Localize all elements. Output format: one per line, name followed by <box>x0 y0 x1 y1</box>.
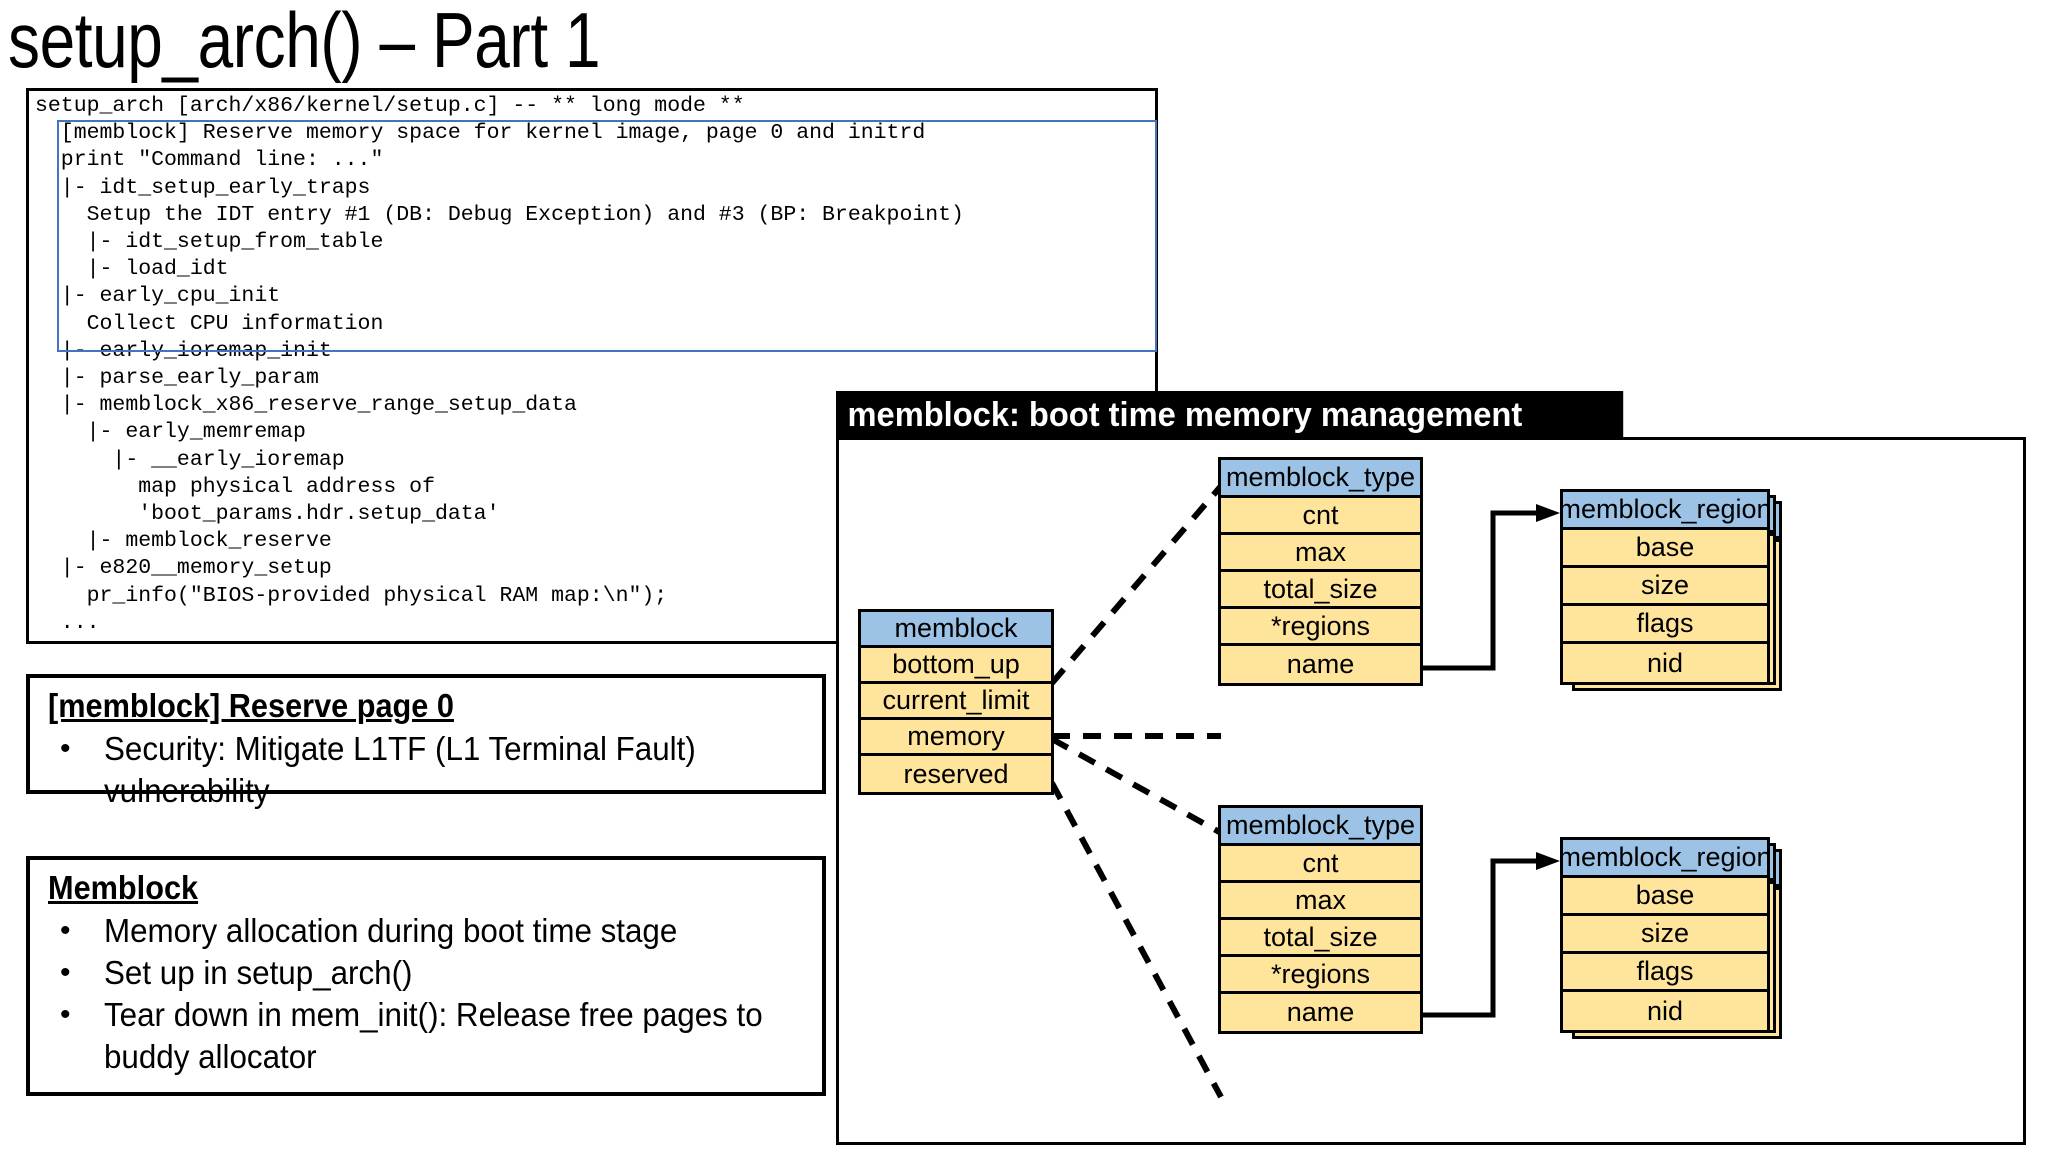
bullet-dot-icon: • <box>60 998 71 1031</box>
struct-field: reserved <box>861 756 1051 792</box>
struct-header: memblock <box>861 612 1051 648</box>
struct-header: memblock_type <box>1221 460 1420 498</box>
page-title: setup_arch() – Part 1 <box>8 0 601 84</box>
struct-header: memblock_region <box>1558 840 1772 878</box>
info-box-heading: [memblock] Reserve page 0 <box>48 687 454 724</box>
info-box-heading: Memblock <box>48 869 199 906</box>
struct-field: size <box>1563 916 1767 954</box>
bullet-text: Security: Mitigate L1TF (L1 Terminal Fau… <box>104 730 696 809</box>
bullet-dot-icon: • <box>60 914 71 947</box>
code-text: setup_arch [arch/x86/kernel/setup.c] -- … <box>35 94 964 635</box>
struct-field: nid <box>1563 644 1767 682</box>
struct-field: flags <box>1563 954 1767 992</box>
struct-field: max <box>1221 883 1420 920</box>
bullet-item: • Memory allocation during boot time sta… <box>48 910 812 952</box>
bullet-text: Memory allocation during boot time stage <box>104 912 678 949</box>
struct-field: base <box>1563 878 1767 916</box>
struct-field: current_limit <box>861 684 1051 720</box>
info-box-memblock: Memblock • Memory allocation during boot… <box>26 856 826 1096</box>
struct-field: name <box>1221 994 1420 1031</box>
struct-field: total_size <box>1221 572 1420 609</box>
struct-field: max <box>1221 535 1420 572</box>
struct-field: flags <box>1563 606 1767 644</box>
struct-field: name <box>1221 646 1420 683</box>
bullet-item: • Security: Mitigate L1TF (L1 Terminal F… <box>48 728 812 812</box>
diagram-header-title: memblock: boot time memory management <box>836 391 1624 439</box>
bullet-dot-icon: • <box>60 956 71 989</box>
memblock-diagram: memblock: boot time memory management me… <box>836 391 2026 1145</box>
bullet-item: • Tear down in mem_init(): Release free … <box>48 994 812 1078</box>
struct-header: memblock_region <box>1558 492 1772 530</box>
struct-field: cnt <box>1221 846 1420 883</box>
struct-field: *regions <box>1221 609 1420 646</box>
bullet-text: Set up in setup_arch() <box>104 954 413 991</box>
bullet-item: • Set up in setup_arch() <box>48 952 812 994</box>
struct-field: bottom_up <box>861 648 1051 684</box>
struct-header: memblock_type <box>1221 808 1420 846</box>
code-block: setup_arch [arch/x86/kernel/setup.c] -- … <box>26 88 1158 644</box>
struct-field: cnt <box>1221 498 1420 535</box>
struct-field: *regions <box>1221 957 1420 994</box>
bullet-text: Tear down in mem_init(): Release free pa… <box>104 996 763 1075</box>
info-box-reserve-page-0: [memblock] Reserve page 0 • Security: Mi… <box>26 674 826 809</box>
struct-field: size <box>1563 568 1767 606</box>
struct-field: base <box>1563 530 1767 568</box>
bullet-dot-icon: • <box>60 732 71 765</box>
struct-field: nid <box>1563 992 1767 1030</box>
struct-field: memory <box>861 720 1051 756</box>
struct-field: total_size <box>1221 920 1420 957</box>
